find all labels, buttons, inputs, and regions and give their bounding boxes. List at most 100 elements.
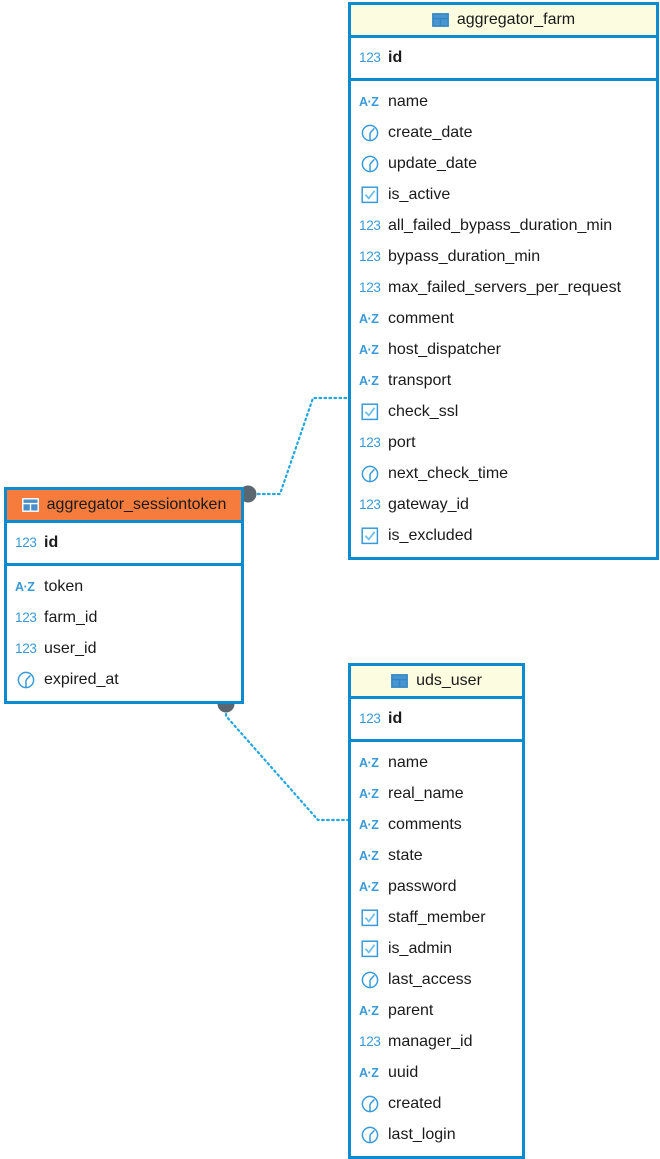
column-row-password[interactable]: A·Z password [351,871,522,902]
column-name: port [388,433,416,451]
column-name: max_failed_servers_per_request [388,278,622,296]
column-row-staff_member[interactable]: staff_member [351,902,522,933]
table-grid-icon [431,13,449,27]
column-name: expired_at [44,670,119,688]
123-icon: 123 [359,49,381,65]
az-icon: A·Z [359,879,379,894]
column-row-is_excluded[interactable]: is_excluded [351,520,656,551]
clock-icon [359,123,381,143]
column-row-update_date[interactable]: update_date [351,148,656,179]
column-row-name[interactable]: A·Z name [351,747,522,778]
entity-header-aggregator_farm[interactable]: aggregator_farm [351,5,656,38]
clock-icon [359,154,381,174]
123-icon: 123 [15,640,37,656]
column-name: last_login [388,1125,456,1143]
column-name: name [388,92,429,110]
column-row-expired_at[interactable]: expired_at [7,664,241,695]
column-name: next_check_time [388,464,509,482]
column-name: is_active [388,185,451,203]
column-name: uuid [388,1063,419,1081]
column-row-last_access[interactable]: last_access [351,964,522,995]
relationship-line-farm_id-to-aggregator_farm [246,396,350,496]
column-name: name [388,753,429,771]
column-row-gateway_id[interactable]: 123 gateway_id [351,489,656,520]
column-name: password [388,877,457,895]
123-icon: 123 [359,279,381,295]
az-icon: A·Z [359,755,379,770]
column-name: gateway_id [388,495,469,513]
entity-title: uds_user [416,672,482,689]
entity-header-uds_user[interactable]: uds_user [351,666,522,699]
table-grid-icon [21,498,39,512]
123-icon: 123 [359,496,381,512]
entity-title: aggregator_farm [456,11,576,28]
checkbox-icon [359,526,381,546]
column-name: create_date [388,123,473,141]
column-row-token[interactable]: A·Z token [7,571,241,602]
column-name: host_dispatcher [388,340,501,358]
column-row-check_ssl[interactable]: check_ssl [351,396,656,427]
column-name: id [44,533,59,551]
column-row-next_check_time[interactable]: next_check_time [351,458,656,489]
column-name: last_access [388,970,472,988]
column-row-is_active[interactable]: is_active [351,179,656,210]
column-row-user_id[interactable]: 123 user_id [7,633,241,664]
column-row-is_admin[interactable]: is_admin [351,933,522,964]
checkbox-icon [359,185,381,205]
entity-title: aggregator_sessiontoken [46,496,227,513]
123-icon: 123 [359,217,381,233]
az-icon: A·Z [359,342,379,357]
column-row-host_dispatcher[interactable]: A·Z host_dispatcher [351,334,656,365]
column-name: is_admin [388,939,453,957]
column-name: token [44,577,84,595]
entity-header-aggregator_sessiontoken[interactable]: aggregator_sessiontoken [7,490,241,523]
column-name: is_excluded [388,526,473,544]
checkbox-icon [359,908,381,928]
column-name: parent [388,1001,434,1019]
column-name: manager_id [388,1032,473,1050]
az-icon: A·Z [359,786,379,801]
clock-icon [359,970,381,990]
az-icon: A·Z [359,1065,379,1080]
clock-icon [359,1094,381,1114]
table-grid-icon [391,674,408,688]
column-row-create_date[interactable]: create_date [351,117,656,148]
column-name: comments [388,815,462,833]
column-name: real_name [388,784,464,802]
column-row-last_login[interactable]: last_login [351,1119,522,1150]
az-icon: A·Z [15,579,35,594]
relationship-line-user_id-to-uds_user [224,702,350,822]
column-row-max_failed_servers_per_request[interactable]: 123 max_failed_servers_per_request [351,272,656,303]
column-row-uuid[interactable]: A·Z uuid [351,1057,522,1088]
column-name: bypass_duration_min [388,247,541,265]
column-name: state [388,846,423,864]
az-icon: A·Z [359,373,379,388]
column-name: update_date [388,154,477,172]
column-name: user_id [44,639,97,657]
column-row-manager_id[interactable]: 123 manager_id [351,1026,522,1057]
123-icon: 123 [359,1033,381,1049]
column-row-created[interactable]: created [351,1088,522,1119]
column-row-real_name[interactable]: A·Z real_name [351,778,522,809]
